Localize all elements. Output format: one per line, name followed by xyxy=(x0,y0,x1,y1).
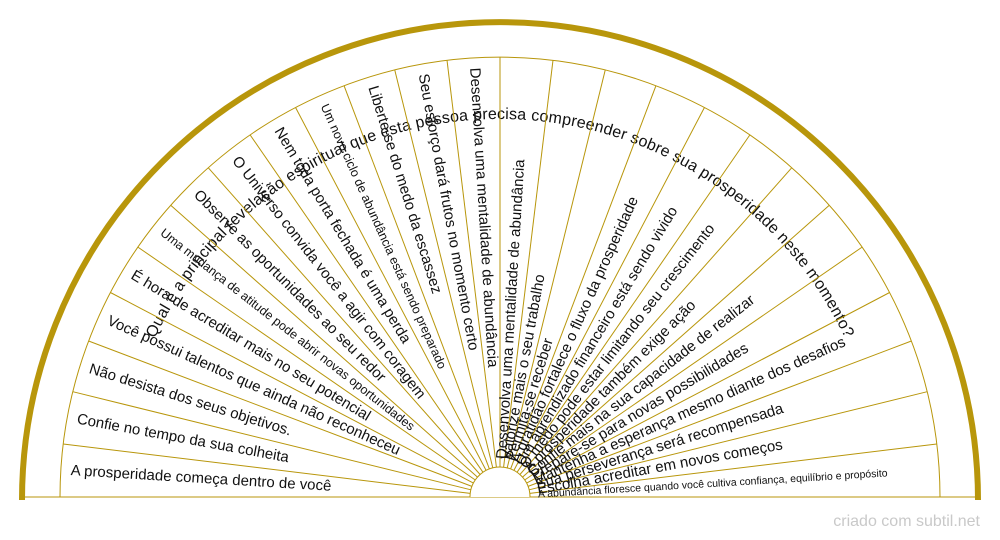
sector-divider xyxy=(519,167,793,475)
sector-divider xyxy=(207,167,481,475)
sector-divider xyxy=(527,340,912,487)
sector-divider xyxy=(110,292,474,484)
credit-text: criado com subtil.net xyxy=(833,513,980,530)
outer-ring xyxy=(19,19,981,501)
sector-divider xyxy=(516,134,751,473)
sector-divider xyxy=(137,246,476,481)
sector-divider xyxy=(249,134,484,473)
sector-divider xyxy=(295,107,487,471)
sector-divider xyxy=(524,246,863,481)
sector-divider xyxy=(522,204,830,478)
sector-divider xyxy=(513,107,705,471)
sector-divider xyxy=(394,69,494,469)
sector-divider xyxy=(506,69,606,469)
sector-label: A prosperidade começa dentro de você xyxy=(70,462,332,495)
sector-divider xyxy=(88,340,473,487)
sector-divider xyxy=(510,85,657,470)
sector-divider xyxy=(528,391,928,491)
sector-divider xyxy=(526,292,890,484)
sector-divider xyxy=(503,60,554,468)
sector-divider xyxy=(529,443,937,494)
sector-divider xyxy=(72,391,472,491)
sector-divider xyxy=(63,443,471,494)
center-hub xyxy=(469,466,531,498)
sector-divider xyxy=(446,60,497,468)
sector-divider xyxy=(170,204,478,478)
sector-divider xyxy=(343,85,490,470)
sector-dividers xyxy=(63,57,937,494)
